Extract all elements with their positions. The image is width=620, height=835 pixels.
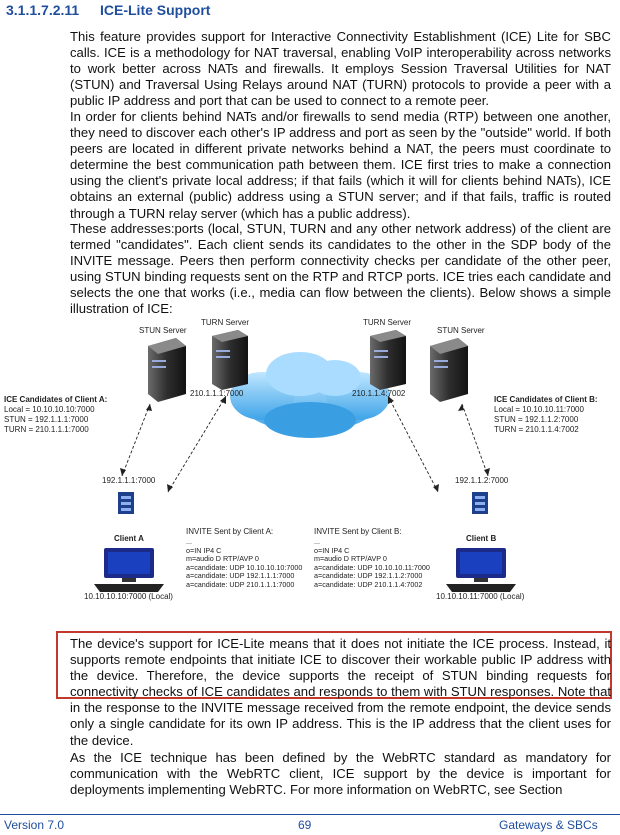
footer-version: Version 7.0 [4, 818, 65, 832]
section-heading: 3.1.1.7.2.11 ICE-Lite Support [6, 2, 210, 18]
paragraph-nat: In order for clients behind NATs and/or … [70, 109, 611, 221]
footer-divider [0, 814, 620, 815]
client-a-label: Client A [114, 534, 144, 543]
left-turn-address: 210.1.1.1:7000 [190, 389, 244, 398]
client-a-candidates: ICE Candidates of Client A: Local = 10.1… [4, 395, 107, 435]
arrow-heads [120, 396, 490, 492]
turn-server-right-icon [370, 330, 406, 390]
ice-diagram: STUN Server TURN Server TURN Server STUN… [0, 316, 620, 616]
sdp-line: ... [186, 537, 192, 546]
sdp-line: a=candidate: UDP 192.1.1.1:7000 [186, 571, 295, 581]
right-stun-label: STUN Server [437, 326, 485, 335]
footer-page-number: 69 [298, 818, 312, 832]
section-title: ICE-Lite Support [100, 2, 211, 18]
left-stun-label: STUN Server [139, 326, 187, 335]
connection-arrows [121, 395, 489, 493]
paragraph-webrtc: As the ICE technique has been defined by… [70, 750, 611, 798]
turn-server-left-icon [212, 330, 248, 390]
right-turn-address: 210.1.1.4:7002 [352, 389, 406, 398]
sdp-line: o=IN IP4 C [314, 545, 350, 555]
candidate-line: Local = 10.10.10.11:7000 [494, 405, 584, 414]
sdp-line: a=candidate: UDP 10.10.10.11:7000 [314, 562, 430, 572]
right-nat-address: 192.1.1.2:7000 [455, 476, 509, 485]
paragraph-intro: This feature provides support for Intera… [70, 29, 611, 109]
left-turn-label: TURN Server [201, 318, 250, 327]
client-a-computer-icon [94, 548, 164, 592]
client-b-invite: INVITE Sent by Client B: ... o=IN IP4 C … [314, 526, 430, 590]
paragraph-ice-lite: The device's support for ICE-Lite means … [70, 636, 611, 748]
client-b-candidates: ICE Candidates of Client B: Local = 10.1… [494, 395, 598, 435]
sdp-line: a=candidate: UDP 192.1.1.2:7000 [314, 571, 423, 581]
right-turn-label: TURN Server [363, 318, 412, 327]
candidate-line: TURN = 210.1.1.1:7000 [4, 425, 89, 434]
sdp-line: a=candidate: UDP 10.10.10.10:7000 [186, 562, 303, 572]
nat-right-icon [472, 492, 488, 514]
candidate-line: TURN = 210.1.1.4:7002 [494, 425, 579, 434]
section-number: 3.1.1.7.2.11 [6, 2, 80, 18]
diagram-graphics [94, 330, 516, 592]
footer-product: Gateways & SBCs [499, 818, 598, 832]
client-b-computer-icon [446, 548, 516, 592]
sdp-line: o=IN IP4 C [186, 545, 222, 555]
stun-server-left-icon [148, 338, 186, 402]
sdp-line: a=candidate: UDP 210.1.1.1:7000 [186, 579, 295, 589]
sdp-line: m=audio D RTP/AVP 0 [314, 554, 387, 564]
client-b-local-address: 10.10.10.11:7000 (Local) [436, 592, 525, 601]
client-a-invite: INVITE Sent by Client A: ... o=IN IP4 C … [186, 526, 302, 590]
highlight-box [56, 631, 612, 699]
paragraph-candidates: These addresses:ports (local, STUN, TURN… [70, 221, 611, 317]
client-b-candidates-title: ICE Candidates of Client B: [494, 395, 598, 404]
sdp-line: ... [314, 537, 320, 546]
client-b-label: Client B [466, 534, 497, 543]
client-a-candidates-title: ICE Candidates of Client A: [4, 395, 108, 404]
sdp-line: m=audio D RTP/AVP 0 [186, 554, 259, 564]
nat-left-icon [118, 492, 134, 514]
candidate-line: Local = 10.10.10.10:7000 [4, 405, 95, 414]
invite-b-title: INVITE Sent by Client B: [314, 527, 402, 536]
stun-server-right-icon [430, 338, 468, 402]
client-a-local-address: 10.10.10.10:7000 (Local) [84, 592, 173, 601]
candidate-line: STUN = 192.1.1.2:7000 [494, 415, 579, 424]
sdp-line: a=candidate: UDP 210.1.1.4:7002 [314, 579, 423, 589]
invite-a-title: INVITE Sent by Client A: [186, 527, 274, 536]
left-nat-address: 192.1.1.1:7000 [102, 476, 156, 485]
candidate-line: STUN = 192.1.1.1:7000 [4, 415, 89, 424]
